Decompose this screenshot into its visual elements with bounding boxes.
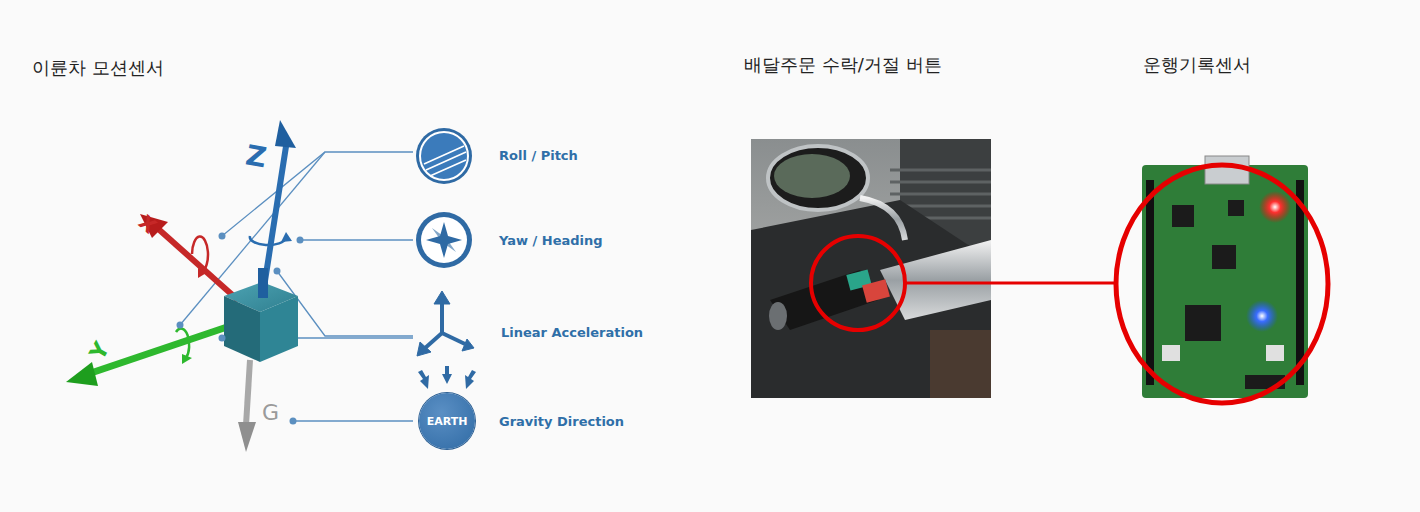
earth-circle: EARTH xyxy=(419,393,475,449)
axis-letter: X xyxy=(134,210,161,238)
axis-letter: Y xyxy=(85,338,116,365)
label-text: Gravity Direction xyxy=(499,414,624,429)
label-text: Yaw / Heading xyxy=(499,233,603,248)
label-text: Y xyxy=(85,338,115,364)
label-text: 이륜차 모션센서 xyxy=(32,57,164,78)
label-text: Linear Acceleration xyxy=(501,325,643,340)
sensor-label: Roll / Pitch xyxy=(499,148,578,164)
compass-icon xyxy=(416,212,472,268)
section-heading: 운행기록센서 xyxy=(1143,54,1251,76)
section-heading: 배달주문 수락/거절 버튼 xyxy=(744,54,942,76)
label-text: 배달주문 수락/거절 버튼 xyxy=(744,54,942,75)
sensor-label: Linear Acceleration xyxy=(501,325,643,341)
label-text: G xyxy=(262,400,279,425)
acceleration-icon xyxy=(417,291,474,356)
gravity-arrows xyxy=(418,366,476,389)
section-heading: 이륜차 모션센서 xyxy=(32,57,164,79)
axis-letter: Z xyxy=(243,138,269,175)
node-text: EARTH xyxy=(427,415,468,428)
sensor-cube xyxy=(224,268,298,362)
label-text: X xyxy=(134,210,161,238)
sensor-label: Gravity Direction xyxy=(499,414,624,430)
label-text: Z xyxy=(243,138,269,174)
roll-pitch-icon xyxy=(416,128,472,184)
handlebar-photo xyxy=(751,139,991,398)
label-text: Roll / Pitch xyxy=(499,148,578,163)
sensor-label: Yaw / Heading xyxy=(499,233,603,249)
leader-dots xyxy=(177,233,304,425)
axis-letter: G xyxy=(262,400,279,426)
highlight-circles xyxy=(811,165,1328,403)
axes xyxy=(66,120,296,452)
label-text: 운행기록센서 xyxy=(1143,54,1251,75)
leader-lines xyxy=(180,152,413,421)
pcb-board xyxy=(1142,156,1308,398)
